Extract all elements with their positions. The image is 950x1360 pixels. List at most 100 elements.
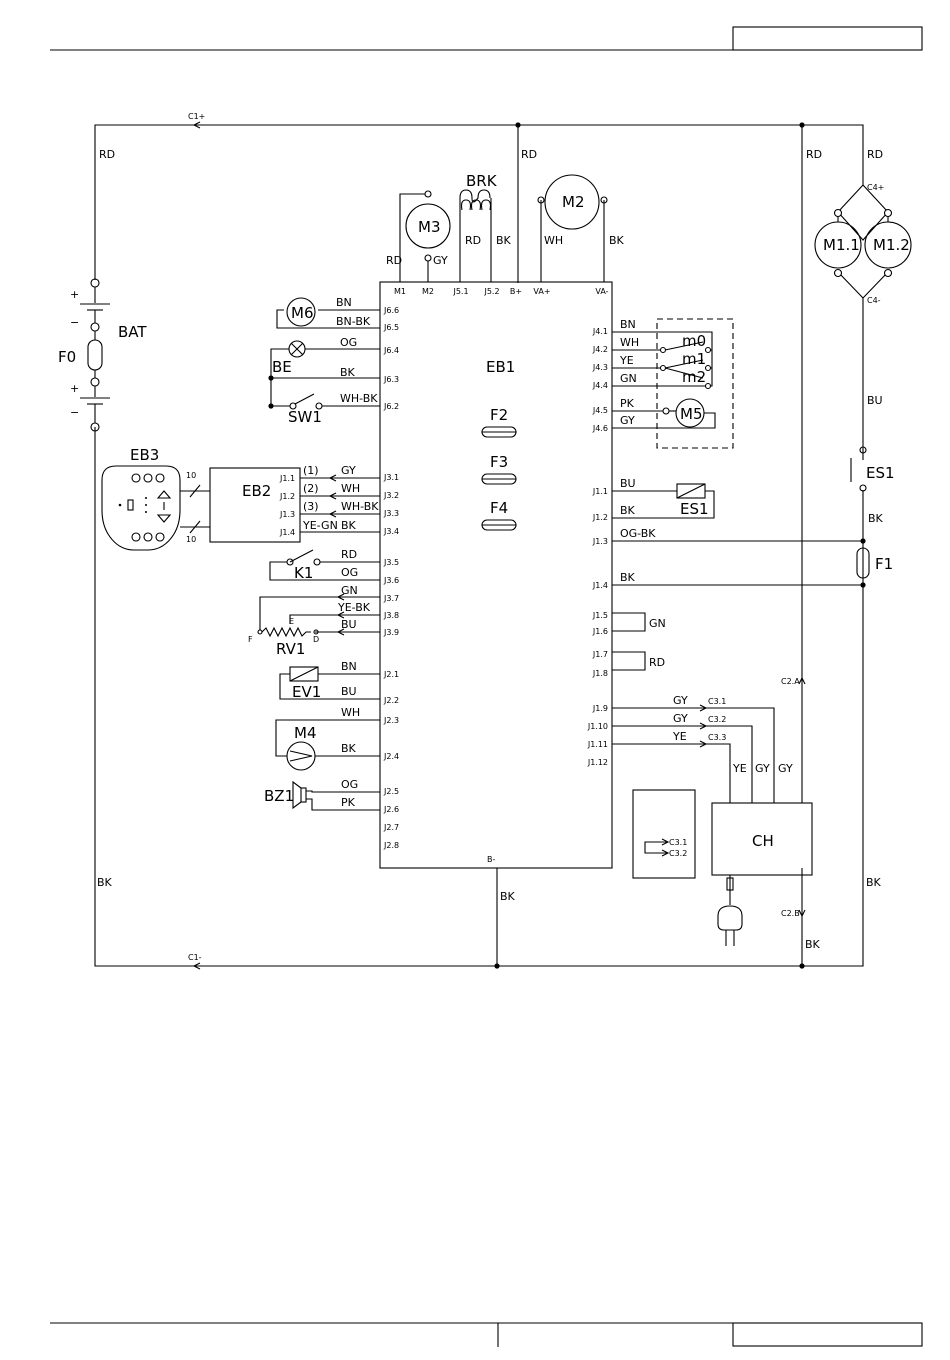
wire-label: YE [619,354,634,367]
wire-label: RD [99,148,115,161]
panel-eb3 [101,465,181,551]
label-sw1: SW1 [288,408,322,426]
wire-label: BK [620,571,636,584]
label-m3: M3 [418,218,441,236]
eb2-pin: J1.4 [279,528,295,537]
label-eb3: EB3 [130,446,159,464]
label-brk: BRK [466,172,498,190]
wire-label: WH [341,706,360,719]
pump-m4 [275,719,380,771]
pin-label: VA+ [533,287,550,296]
label-be: BE [272,358,292,376]
wire-label: BK [866,876,882,889]
switch-es1 [850,446,867,492]
fuse-f4 [481,519,517,531]
label-eb1: EB1 [486,358,515,376]
wire-label: GY [778,762,793,775]
wire-label: RD [386,254,402,267]
wire-label: PK [341,796,356,809]
motor-m1-bridge [814,184,912,460]
board-eb2 [209,467,301,543]
top-wiring [399,174,608,282]
wire-label: BK [868,512,884,525]
wire-label: OG [340,336,357,349]
eb1-left-pins: J6.6J6.5J6.4J6.3J6.2J3.1J3.2J3.3J3.4J3.5… [383,306,399,850]
pin-label: J6.2 [383,402,399,411]
pin-label: J4.3 [592,363,608,372]
connector-c4-plus: C4+ [867,183,884,192]
pin-label: J4.6 [592,424,608,433]
pin-label: J4.5 [592,406,608,415]
wire-label: OG [341,778,358,791]
pin-label: J2.5 [383,787,399,796]
pin-label: J2.4 [383,752,399,761]
pin-label: J2.3 [383,716,399,725]
pin-label: J1.9 [592,704,608,713]
c3-connector-detail [632,789,696,879]
wire-label: WH [620,336,639,349]
selector-box [656,318,734,449]
wire-label: RD [465,234,481,247]
pin-label: J1.5 [592,611,608,620]
bat-plus: + [70,382,79,395]
wire-label: GY [341,464,356,477]
label-m1-1: M1.1 [823,236,860,254]
jumper-gn [612,612,646,632]
pin-label: J3.7 [383,594,399,603]
label-f0: F0 [58,348,76,366]
wire-label: BN [336,296,352,309]
pin-label: J1.1 [592,487,608,496]
board-eb1 [379,281,613,869]
wire-label: BU [341,618,357,631]
label-es1: ES1 [680,500,709,518]
pin-b-minus: B- [487,855,495,864]
wire-label: BU [867,394,883,407]
wire-label: GY [755,762,770,775]
label-f1: F1 [875,555,893,573]
switch-sw1 [268,393,380,410]
motor-m6 [276,297,380,329]
wire-label: RD [806,148,822,161]
pin-label: J2.2 [383,696,399,705]
connector-c4-minus: C4- [867,296,881,305]
charger-wires [612,704,813,946]
buzzer-bz1 [292,780,380,811]
label-m5: M5 [680,405,703,423]
fuse-f1 [856,547,870,579]
ribbon-count: 10 [186,535,196,544]
battery-bat [80,278,110,432]
pin-label: J4.2 [592,345,608,354]
wire-label: YE-BK [337,601,371,614]
eb2-pin: J1.3 [279,510,295,519]
wire-label: RD [867,148,883,161]
pin-label: J5.1 [452,287,468,296]
pin-label: M1 [394,287,406,296]
wire-label: BU [341,685,357,698]
pin-label: J2.7 [383,823,399,832]
bat-minus: − [70,406,79,419]
pin-label: J2.8 [383,841,399,850]
wire-label: RD [521,148,537,161]
wire-label: RD [341,548,357,561]
pin-label: J4.4 [592,381,608,390]
connector-c31: C3.1 [708,697,726,706]
wire-label: BK [609,234,625,247]
pin-label: J3.8 [383,611,399,620]
wire-label: WH-BK [341,500,379,513]
connector-c1-plus: C1+ [188,112,205,121]
pin-label: J1.4 [592,581,608,590]
eb2-marker: (1) [303,464,319,477]
main-rails [94,121,866,970]
label-es1-right: ES1 [866,464,895,482]
pin-label: J3.6 [383,576,399,585]
eb2-to-eb1-wires [300,474,380,533]
label-f2: F2 [490,406,508,424]
valve-ev1 [279,666,380,700]
wire-label: WH [544,234,563,247]
pin-label: J1.3 [592,537,608,546]
connector-c33: C3.3 [708,733,726,742]
wire-label: YE [672,730,687,743]
label-m2: M2 [562,193,585,211]
pin-label: J3.4 [383,527,399,536]
